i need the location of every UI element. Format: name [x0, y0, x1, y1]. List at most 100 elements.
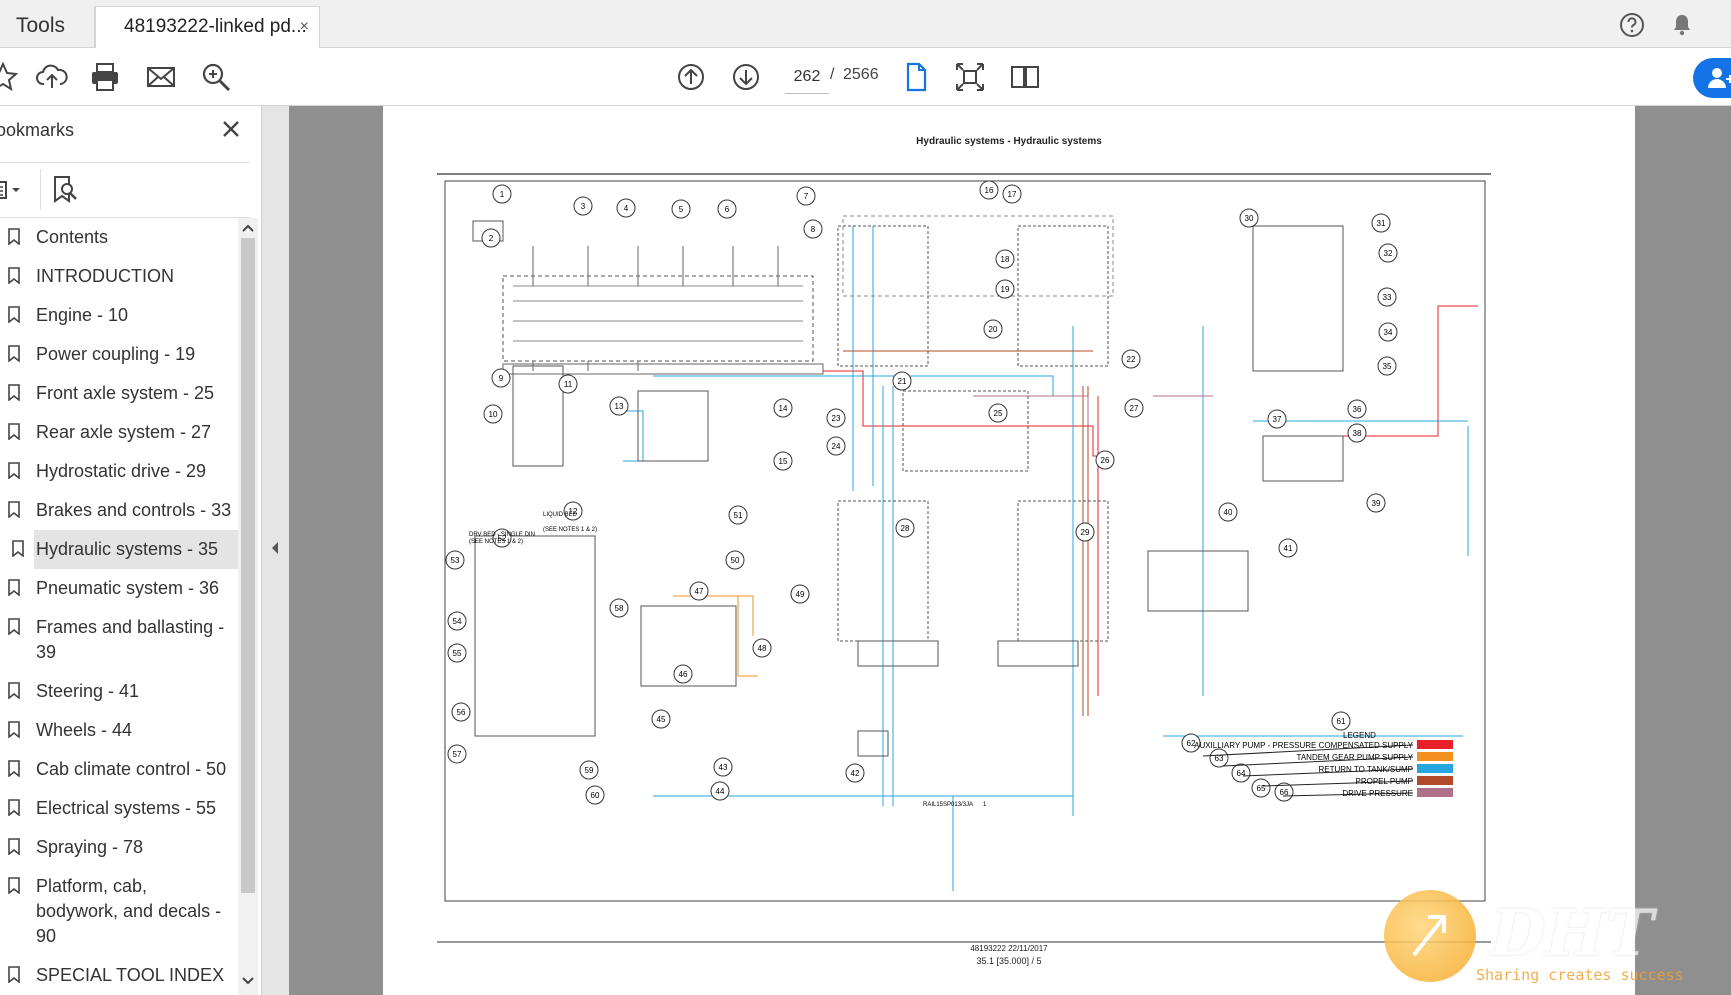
return-loop — [623, 410, 644, 462]
scroll-down-icon[interactable] — [238, 973, 258, 989]
bell-icon[interactable] — [1669, 12, 1695, 38]
callout-number: 52 — [498, 534, 507, 543]
bookmark-item[interactable]: Cab climate control - 50 — [0, 750, 238, 789]
callout-number: 62 — [1187, 739, 1196, 748]
callout-circle — [983, 319, 1003, 339]
tools-divider — [40, 169, 41, 209]
previous-page-icon[interactable] — [674, 60, 708, 94]
callout-number: 20 — [989, 325, 998, 334]
scroll-up-icon[interactable] — [238, 220, 258, 236]
add-bookmark-icon[interactable] — [52, 175, 78, 205]
valve-bank-lines — [513, 285, 803, 342]
pdf-page: Hydraulic systems - Hydraulic systems — [383, 106, 1635, 995]
tab-tools[interactable]: Tools — [0, 6, 95, 48]
callout-number: 57 — [453, 750, 462, 759]
bookmark-icon — [8, 384, 20, 401]
callout-circle — [616, 198, 636, 218]
bookmark-label: INTRODUCTION — [36, 266, 174, 286]
bookmark-label: SPECIAL TOOL INDEX — [36, 965, 225, 985]
bookmark-item[interactable]: Hydraulic systems - 35 — [12, 530, 238, 569]
bookmark-item[interactable]: Spraying - 78 — [0, 828, 238, 867]
bookmark-item[interactable]: Engine - 10 — [0, 296, 238, 335]
close-panel-icon[interactable] — [218, 116, 244, 142]
callout-number: 53 — [451, 556, 460, 565]
bookmark-label: Contents — [36, 227, 109, 247]
callout-circle — [790, 584, 810, 604]
liquid-bed-block — [512, 365, 564, 467]
mail-icon[interactable] — [144, 60, 178, 94]
bookmark-item[interactable]: SPECIAL TOOL INDEX — [0, 956, 238, 995]
bookmark-icon — [8, 721, 20, 738]
callout-number: 55 — [453, 649, 462, 658]
callout-circle — [1209, 748, 1229, 768]
options-menu-icon[interactable] — [0, 177, 28, 203]
upload-cloud-icon[interactable] — [35, 60, 69, 94]
return-header — [653, 375, 1054, 396]
filter-block — [857, 730, 889, 757]
bookmark-icon — [8, 423, 20, 440]
callout-number: 54 — [453, 617, 462, 626]
close-tab-icon[interactable]: × — [299, 18, 309, 35]
collapse-panel-icon[interactable] — [268, 530, 282, 566]
legend-label: AUXILLIARY PUMP - PRESSURE COMPENSATED S… — [1194, 741, 1414, 750]
bookmark-item[interactable]: Brakes and controls - 33 — [0, 491, 238, 530]
bookmark-label: Electrical systems - 55 — [36, 798, 217, 818]
bookmark-item[interactable]: Pneumatic system - 36 — [0, 569, 238, 608]
page-number-input[interactable] — [785, 61, 829, 94]
callout-number: 6 — [725, 205, 730, 214]
bookmark-item[interactable]: Platform, cab, bodywork, and decals - 90 — [0, 867, 238, 956]
page-separator: / — [830, 66, 835, 83]
bookmark-item[interactable]: Contents — [0, 218, 238, 257]
fit-page-icon[interactable] — [953, 60, 987, 94]
print-icon[interactable] — [88, 60, 122, 94]
bookmark-icon — [8, 760, 20, 777]
steering-block — [1262, 435, 1344, 482]
callout-circle — [826, 436, 846, 456]
bookmark-icon — [8, 579, 20, 596]
tab-document[interactable]: 48193222-linked pd... × — [95, 6, 320, 49]
bookmark-item[interactable]: Power coupling - 19 — [0, 335, 238, 374]
callout-number: 45 — [657, 715, 666, 724]
callout-circle — [796, 186, 816, 206]
bookmark-label: Brakes and controls - 33 — [36, 500, 232, 520]
motor-block-4 — [1017, 500, 1109, 642]
bookmark-item[interactable]: Front axle system - 25 — [0, 374, 238, 413]
callout-circle — [892, 371, 912, 391]
star-icon[interactable] — [0, 60, 20, 94]
bookmark-item[interactable]: Hydrostatic drive - 29 — [0, 452, 238, 491]
toolbar: / 2566 — [0, 48, 1731, 106]
bookmark-item[interactable]: Wheels - 44 — [0, 711, 238, 750]
help-icon[interactable] — [1619, 12, 1645, 38]
tab-document-title: 48193222-linked pd... — [124, 16, 307, 37]
tab-bar: Tools 48193222-linked pd... × — [0, 0, 1731, 49]
bookmark-item[interactable]: Steering - 41 — [0, 672, 238, 711]
legend-leader-line — [1262, 780, 1414, 787]
share-button[interactable] — [1693, 58, 1731, 98]
watermark: DHT Sharing creates success — [1380, 890, 1730, 990]
callout-number: 38 — [1353, 429, 1362, 438]
bookmark-label: Platform, cab, bodywork, and decals - 90 — [36, 876, 222, 946]
callout-circle — [1002, 184, 1022, 204]
next-page-icon[interactable] — [729, 60, 763, 94]
aux-valve-block — [637, 390, 709, 462]
document-viewport[interactable]: Hydraulic systems - Hydraulic systems — [289, 106, 1731, 995]
search-zoom-icon[interactable] — [199, 60, 233, 94]
bookmark-item[interactable]: INTRODUCTION — [0, 257, 238, 296]
callout-circle — [673, 664, 693, 684]
bookmark-item[interactable]: Frames and ballasting - 39 — [0, 608, 238, 672]
return-line-mid — [882, 386, 894, 806]
callout-number: 14 — [779, 404, 788, 413]
bookmark-scrollbar[interactable] — [238, 218, 258, 995]
bookmark-item[interactable]: Electrical systems - 55 — [0, 789, 238, 828]
two-page-view-icon[interactable] — [1008, 60, 1042, 94]
callout-number: 35 — [1383, 362, 1392, 371]
bookmark-item[interactable]: Rear axle system - 27 — [0, 413, 238, 452]
drawing-ref: RAIL15SP013/3JA — [923, 802, 973, 808]
bookmark-icon — [8, 966, 20, 983]
legend-leader-line — [1222, 756, 1414, 767]
scrollbar-thumb[interactable] — [241, 238, 255, 893]
bookmarks-title: ookmarks — [0, 120, 75, 140]
callout-circle — [1075, 522, 1095, 542]
single-page-view-icon[interactable] — [899, 60, 933, 94]
callout-number: 36 — [1353, 405, 1362, 414]
